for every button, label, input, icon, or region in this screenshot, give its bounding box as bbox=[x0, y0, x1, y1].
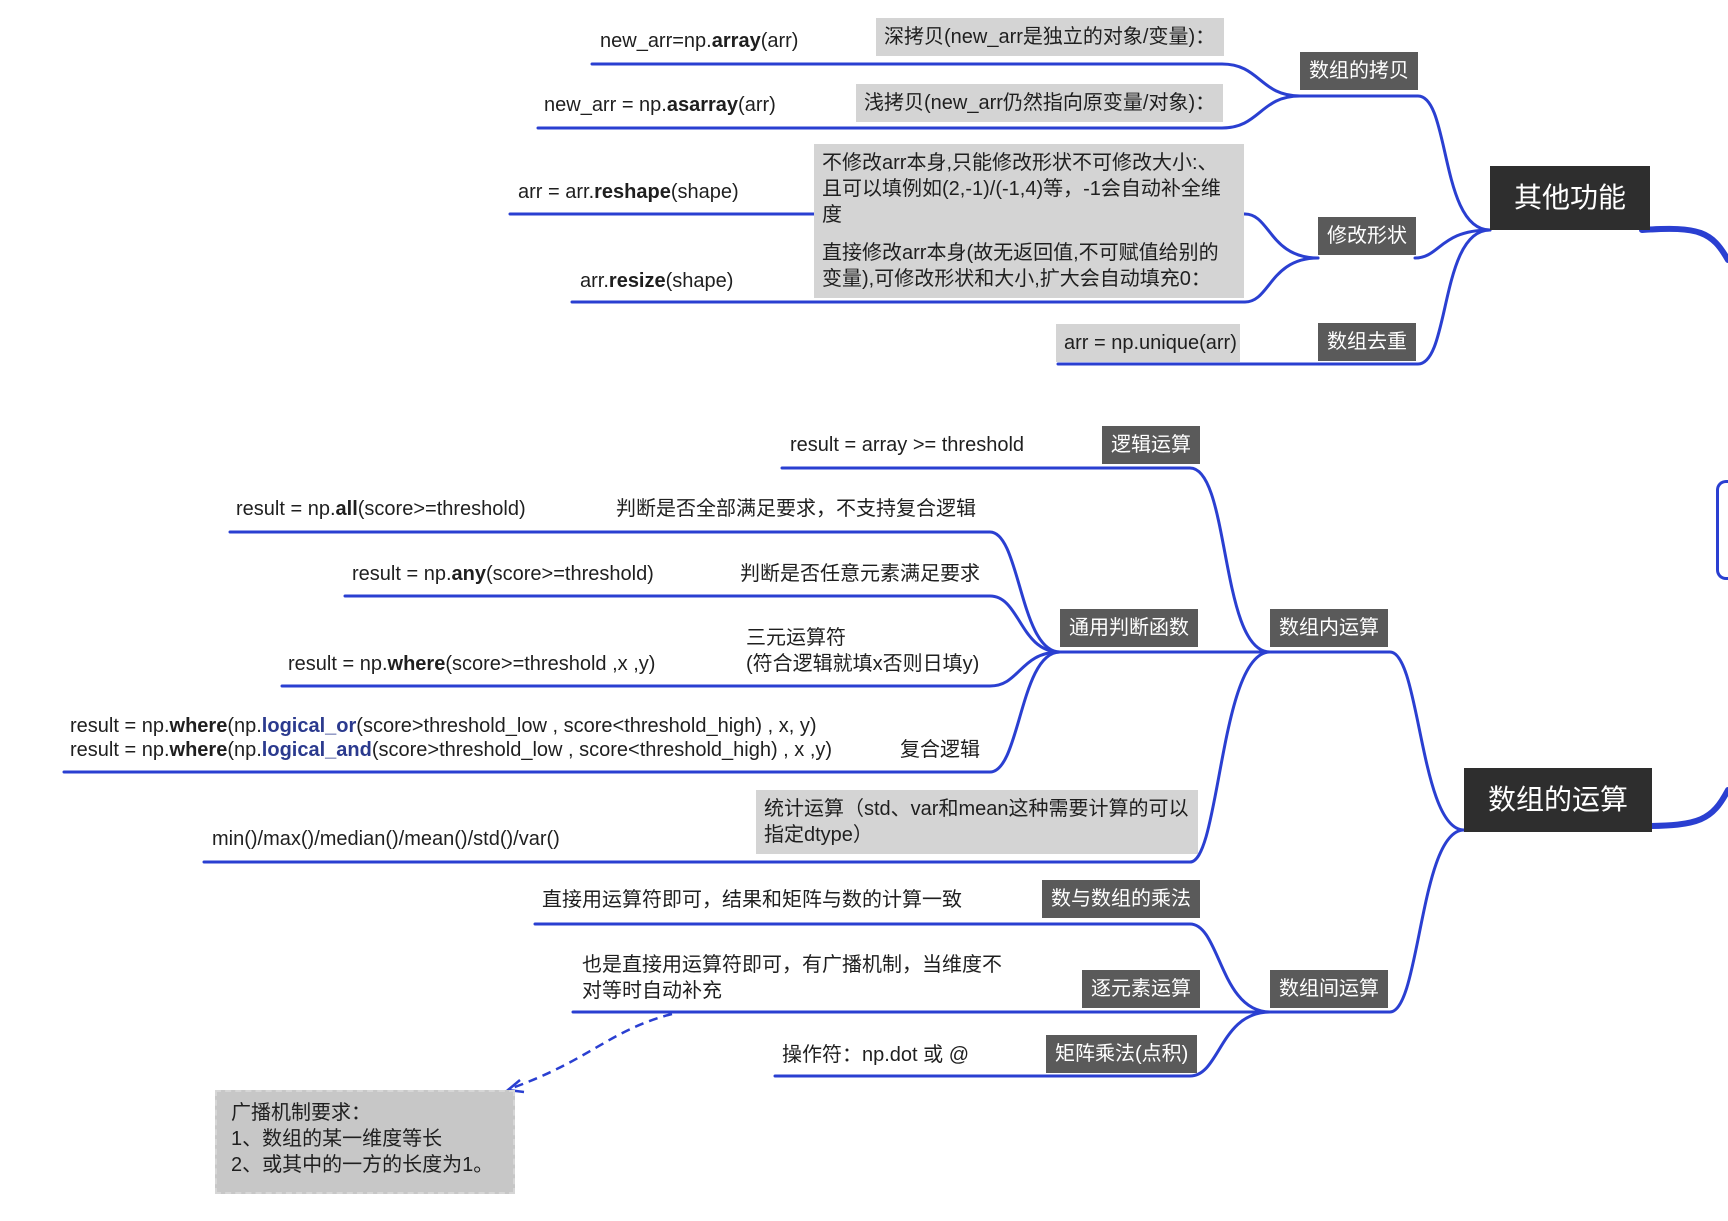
edge-other-copy bbox=[1298, 94, 1492, 232]
code-np-any: result = np.any(score>=threshold) bbox=[352, 563, 654, 585]
node-logic-ops[interactable]: 逻辑运算 bbox=[1102, 426, 1200, 464]
edge-intra-logic bbox=[780, 466, 1272, 654]
label-all-desc: 判断是否全部满足要求，不支持复合逻辑 bbox=[616, 498, 976, 520]
code-resize: arr.resize(shape) bbox=[580, 270, 734, 292]
broadcast-note: 广播机制要求： 1、数组的某一维度等长 2、或其中的一方的长度为1。 bbox=[215, 1090, 515, 1194]
edge-reshape-resize bbox=[570, 256, 1320, 304]
code-np-where: result = np.where(score>=threshold ,x ,y… bbox=[288, 653, 656, 675]
node-scalar-mul[interactable]: 数与数组的乘法 bbox=[1042, 880, 1200, 918]
edge-ops-inter bbox=[1268, 828, 1466, 1014]
edge-other-unique bbox=[1414, 228, 1492, 366]
note-line-1: 1、数组的某一维度等长 bbox=[231, 1128, 443, 1150]
root-branch-other bbox=[1639, 225, 1728, 263]
stats-box: 统计运算（std、var和mean这种需要计算的可以指定dtype） bbox=[756, 790, 1198, 854]
code-dot: 操作符：np.dot 或 @ bbox=[782, 1044, 970, 1066]
code-np-asarray: new_arr = np.asarray(arr) bbox=[544, 94, 776, 116]
code-logical-and: result = np.where(np.logical_and(score>t… bbox=[70, 739, 833, 761]
edge-general-compound bbox=[62, 650, 1062, 774]
shallow-copy-box: 浅拷贝(new_arr仍然指向原变量/对象)： bbox=[856, 84, 1223, 122]
deep-copy-box: 深拷贝(new_arr是独立的对象/变量)： bbox=[876, 18, 1224, 56]
root-bracket bbox=[1716, 480, 1728, 580]
node-array-unique[interactable]: 数组去重 bbox=[1318, 323, 1416, 361]
root-branch-ops bbox=[1639, 787, 1728, 829]
edge-other-reshape bbox=[1413, 228, 1492, 260]
edge-copy-array bbox=[590, 62, 1302, 98]
edge-inter-matmul bbox=[773, 1010, 1272, 1078]
node-other-functions[interactable]: 其他功能 bbox=[1490, 166, 1651, 230]
edge-general-any bbox=[343, 594, 1062, 654]
code-np-array: new_arr=np.array(arr) bbox=[600, 30, 799, 52]
label-any-desc: 判断是否任意元素满足要求 bbox=[740, 563, 980, 585]
label-compound: 复合逻辑 bbox=[900, 739, 980, 761]
label-ternary: 三元运算符 bbox=[746, 627, 846, 649]
edge-general-where bbox=[280, 650, 1062, 688]
label-scalar-desc: 直接用运算符即可，结果和矩阵与数的计算一致 bbox=[542, 889, 962, 911]
resize-desc-box: 直接修改arr本身(故无返回值,不可赋值给别的变量),可修改形状和大小,扩大会自… bbox=[814, 234, 1244, 298]
unique-code-box: arr = np.unique(arr) bbox=[1056, 324, 1240, 362]
code-np-all: result = np.all(score>=threshold) bbox=[236, 498, 526, 520]
edge-reshape-reshape bbox=[508, 212, 1320, 260]
label-broadcast-1: 也是直接用运算符即可，有广播机制，当维度不 bbox=[582, 954, 1002, 976]
edge-ops-intra bbox=[1268, 650, 1466, 832]
node-intra-array[interactable]: 数组内运算 bbox=[1270, 609, 1388, 647]
edge-inter-scalar bbox=[533, 922, 1272, 1014]
node-elementwise[interactable]: 逐元素运算 bbox=[1082, 970, 1200, 1008]
callout-arrow bbox=[511, 1012, 673, 1090]
label-broadcast-2: 对等时自动补充 bbox=[582, 980, 722, 1002]
node-general-judge[interactable]: 通用判断函数 bbox=[1060, 609, 1198, 647]
node-inter-array[interactable]: 数组间运算 bbox=[1270, 970, 1388, 1008]
edge-intra-stats bbox=[202, 650, 1272, 864]
note-line-2: 2、或其中的一方的长度为1。 bbox=[231, 1154, 494, 1176]
edge-copy-asarray bbox=[536, 94, 1302, 130]
code-logic: result = array >= threshold bbox=[790, 434, 1025, 456]
node-matmul[interactable]: 矩阵乘法(点积) bbox=[1046, 1035, 1198, 1073]
node-modify-shape[interactable]: 修改形状 bbox=[1318, 217, 1416, 255]
label-ternary-desc: (符合逻辑就填x否则日填y) bbox=[746, 653, 980, 675]
code-reshape: arr = arr.reshape(shape) bbox=[518, 181, 739, 203]
node-array-operations[interactable]: 数组的运算 bbox=[1464, 768, 1653, 832]
code-stats-funcs: min()/max()/median()/mean()/std()/var() bbox=[212, 828, 560, 850]
node-array-copy[interactable]: 数组的拷贝 bbox=[1300, 52, 1418, 90]
note-title: 广播机制要求： bbox=[231, 1102, 371, 1124]
edge-general-all bbox=[228, 530, 1062, 654]
code-logical-or: result = np.where(np.logical_or(score>th… bbox=[70, 715, 817, 737]
reshape-desc-box: 不修改arr本身,只能修改形状不可修改大小:、且可以填例如(2,-1)/(-1,… bbox=[814, 144, 1244, 234]
